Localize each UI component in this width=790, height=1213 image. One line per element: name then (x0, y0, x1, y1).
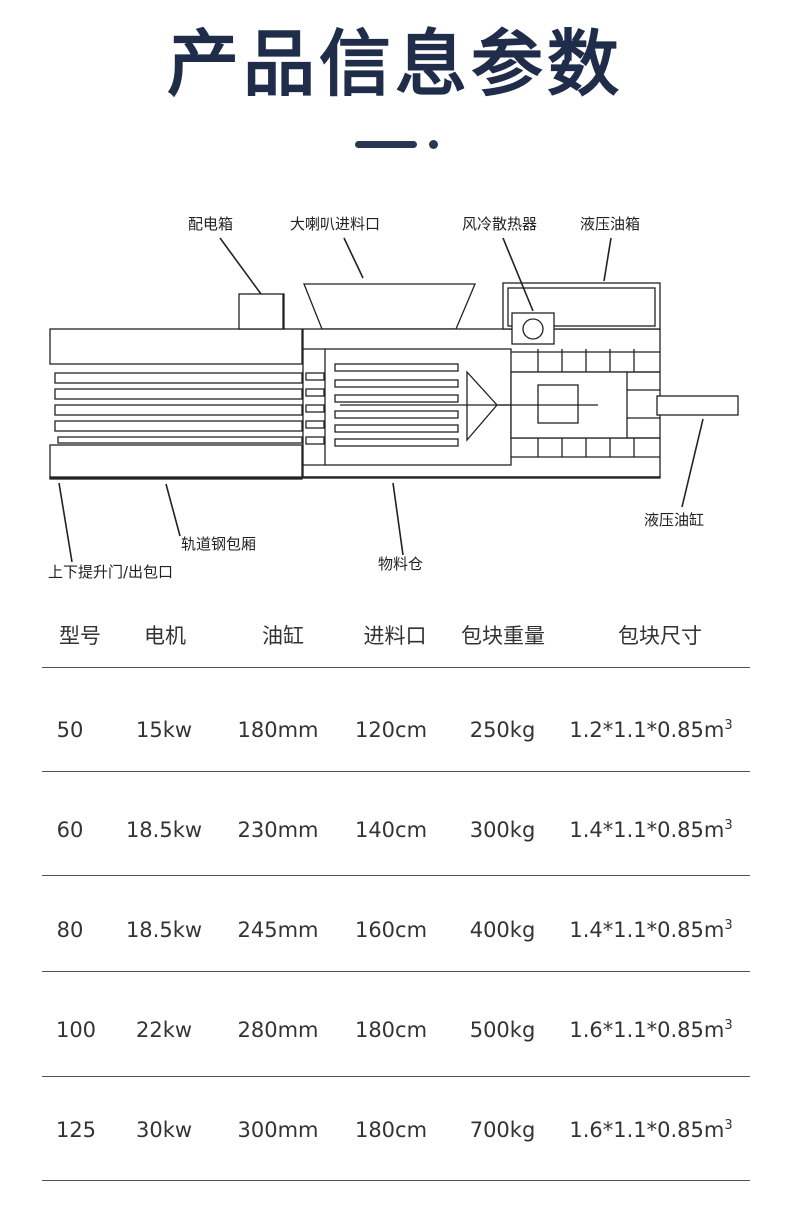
cell-motor: 22kw (135, 1018, 193, 1042)
cell-inlet: 140cm (354, 818, 428, 842)
leader-lines (58, 237, 704, 563)
hopper-shape (303, 283, 476, 330)
cell-weight: 400kg (469, 918, 536, 942)
label-rail: 轨道钢包厢 (181, 535, 256, 553)
table-rule (42, 1076, 750, 1077)
page-title: 产品信息参数 (166, 22, 623, 106)
cooler-fan (522, 318, 544, 340)
cell-motor: 18.5kw (125, 818, 203, 842)
label-cooler: 风冷散热器 (462, 215, 537, 233)
baler-diagram: 配电箱 大喇叭进料口 风冷散热器 液压油箱 液压油缸 轨道钢包厢 上下提升门/出… (48, 215, 739, 581)
cell-weight: 500kg (469, 1018, 536, 1042)
header-motor: 电机 (144, 624, 186, 648)
cell-cylinder: 280mm (237, 1018, 319, 1042)
table-rule (42, 771, 750, 772)
table-rule (42, 971, 750, 972)
cell-motor: 18.5kw (125, 918, 203, 942)
title-underline-dot (429, 140, 438, 149)
cell-motor: 15kw (135, 718, 193, 742)
cell-model: 60 (56, 818, 84, 842)
cylinder-rod (656, 395, 739, 416)
label-door: 上下提升门/出包口 (48, 563, 173, 581)
cell-model: 50 (56, 718, 84, 742)
label-oil-tank: 液压油箱 (580, 215, 640, 233)
cell-size: 1.4*1.1*0.85m3 (569, 818, 733, 842)
table-rule (42, 875, 750, 876)
cell-weight: 250kg (469, 718, 536, 742)
header-bale-size: 包块尺寸 (618, 624, 702, 648)
cell-size: 1.2*1.1*0.85m3 (569, 718, 733, 742)
title-underline-bar (355, 141, 417, 148)
cell-model: 125 (55, 1118, 97, 1142)
cell-size: 1.6*1.1*0.85m3 (569, 1018, 733, 1042)
header-inlet: 进料口 (363, 624, 427, 648)
cell-inlet: 120cm (354, 718, 428, 742)
cell-inlet: 180cm (354, 1018, 428, 1042)
cell-cylinder: 180mm (237, 718, 319, 742)
cell-cylinder: 230mm (237, 818, 319, 842)
table-rule (42, 1180, 750, 1181)
table-rule (42, 667, 750, 668)
header-model: 型号 (59, 624, 101, 648)
cell-model: 80 (56, 918, 84, 942)
chamber-slats (305, 363, 459, 447)
power-box-shape (238, 293, 285, 330)
cell-weight: 300kg (469, 818, 536, 842)
label-cylinder: 液压油缸 (644, 511, 704, 529)
cell-cylinder: 300mm (237, 1118, 319, 1142)
header-bale-weight: 包块重量 (461, 624, 545, 648)
cell-size: 1.4*1.1*0.85m3 (569, 918, 733, 942)
cell-inlet: 180cm (354, 1118, 428, 1142)
label-chamber: 物料仓 (378, 555, 423, 573)
cell-model: 100 (55, 1018, 97, 1042)
cell-weight: 700kg (469, 1118, 536, 1142)
label-hopper: 大喇叭进料口 (290, 215, 380, 233)
rail-chamber (49, 328, 303, 480)
cell-inlet: 160cm (354, 918, 428, 942)
cell-size: 1.6*1.1*0.85m3 (569, 1118, 733, 1142)
cell-cylinder: 245mm (237, 918, 319, 942)
cell-motor: 30kw (135, 1118, 193, 1142)
label-power-box: 配电箱 (188, 215, 233, 233)
header-cylinder: 油缸 (262, 624, 304, 648)
